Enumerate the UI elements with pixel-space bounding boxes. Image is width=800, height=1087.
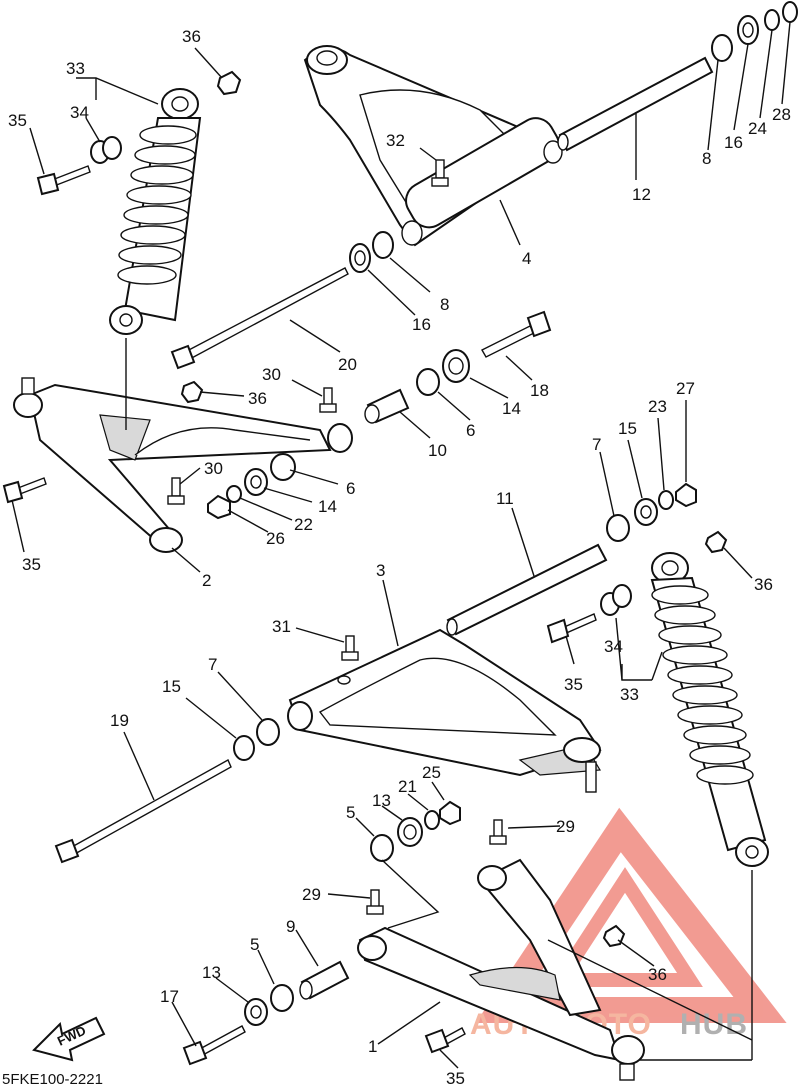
nut-36-top bbox=[216, 70, 242, 96]
callout-35: 35 bbox=[22, 555, 41, 574]
callout-18: 18 bbox=[530, 381, 549, 400]
bolt-35-lower bbox=[424, 1027, 466, 1054]
callout-2: 2 bbox=[202, 571, 211, 590]
callout-35: 35 bbox=[564, 675, 583, 694]
callout-15: 15 bbox=[162, 677, 181, 696]
collars-7-15-23-27-right bbox=[606, 482, 697, 542]
leader-lines bbox=[11, 21, 791, 1069]
callout-34: 34 bbox=[604, 637, 623, 656]
collars-5-13-21-25 bbox=[370, 800, 461, 862]
grease-nipple-29-lower bbox=[366, 889, 384, 915]
shaft-11 bbox=[446, 543, 608, 636]
callout-9: 9 bbox=[286, 917, 295, 936]
collars-7-15-middle bbox=[233, 718, 280, 761]
callout-7: 7 bbox=[592, 435, 601, 454]
callout-6: 6 bbox=[466, 421, 475, 440]
arm-2 bbox=[13, 377, 353, 553]
callout-34: 34 bbox=[70, 103, 89, 122]
callout-29: 29 bbox=[556, 817, 575, 836]
collar-34-right bbox=[600, 584, 632, 616]
callout-31: 31 bbox=[272, 617, 291, 636]
bolt-35-left bbox=[2, 477, 47, 504]
callout-28: 28 bbox=[772, 105, 791, 124]
callout-labels: 36 33 34 35 32 12 8 16 24 28 4 8 16 20 1… bbox=[8, 27, 791, 1087]
fwd-arrow-icon bbox=[32, 1016, 106, 1062]
callout-22: 22 bbox=[294, 515, 313, 534]
callout-1: 1 bbox=[368, 1037, 377, 1056]
callout-25: 25 bbox=[422, 763, 441, 782]
callout-3: 3 bbox=[376, 561, 385, 580]
callout-10: 10 bbox=[428, 441, 447, 460]
bolt-17 bbox=[182, 1025, 246, 1066]
callout-33: 33 bbox=[620, 685, 639, 704]
callout-14: 14 bbox=[318, 497, 337, 516]
callout-27: 27 bbox=[676, 379, 695, 398]
callout-12: 12 bbox=[632, 185, 651, 204]
grease-nipple-30-upper bbox=[319, 387, 337, 413]
callout-8: 8 bbox=[440, 295, 449, 314]
drawing-code: 5FKE100-2221 bbox=[2, 1071, 103, 1087]
callout-36: 36 bbox=[648, 965, 667, 984]
callout-29: 29 bbox=[302, 885, 321, 904]
callout-15: 15 bbox=[618, 419, 637, 438]
watermark-text-hub: HUB bbox=[680, 1008, 748, 1041]
bolt-19 bbox=[54, 759, 232, 864]
callout-21: 21 bbox=[398, 777, 417, 796]
shock-spring-left bbox=[117, 125, 197, 285]
front-shock-33-right bbox=[650, 552, 769, 867]
callout-16: 16 bbox=[724, 133, 743, 152]
callout-32: 32 bbox=[386, 131, 405, 150]
grease-nipple-32 bbox=[431, 159, 449, 187]
callout-23: 23 bbox=[648, 397, 667, 416]
arm-1 bbox=[357, 858, 645, 1081]
callout-36: 36 bbox=[182, 27, 201, 46]
callout-5: 5 bbox=[346, 803, 355, 822]
callout-35: 35 bbox=[8, 111, 27, 130]
collars-6-14-upper bbox=[416, 349, 470, 396]
collar-34-left bbox=[90, 136, 122, 164]
callout-36: 36 bbox=[754, 575, 773, 594]
callout-8: 8 bbox=[702, 149, 711, 168]
nut-36-right bbox=[704, 530, 728, 554]
callout-30: 30 bbox=[204, 459, 223, 478]
bushing-10 bbox=[364, 388, 410, 424]
bushings-top-right bbox=[711, 1, 798, 62]
callout-17: 17 bbox=[160, 987, 179, 1006]
shaft-12 bbox=[557, 56, 714, 152]
bushings-8-16 bbox=[349, 231, 394, 273]
collars-6-14-22-26-lower bbox=[207, 453, 296, 520]
callout-24: 24 bbox=[748, 119, 767, 138]
bolt-35-right bbox=[546, 613, 597, 644]
callout-36: 36 bbox=[248, 389, 267, 408]
collars-5-13-lower bbox=[244, 984, 294, 1026]
upper-arm-4 bbox=[303, 45, 563, 247]
bushing-9 bbox=[299, 960, 350, 1000]
arm-3 bbox=[287, 628, 602, 793]
callout-33: 33 bbox=[66, 59, 85, 78]
callout-11: 11 bbox=[496, 489, 514, 508]
callout-13: 13 bbox=[372, 791, 391, 810]
bolt-18 bbox=[481, 310, 552, 358]
grease-nipple-31 bbox=[337, 635, 359, 685]
callout-20: 20 bbox=[338, 355, 357, 374]
callout-35: 35 bbox=[446, 1069, 465, 1087]
callout-5: 5 bbox=[250, 935, 259, 954]
shock-spring-right bbox=[651, 585, 754, 785]
callout-26: 26 bbox=[266, 529, 285, 548]
callout-6: 6 bbox=[346, 479, 355, 498]
callout-14: 14 bbox=[502, 399, 521, 418]
bolt-20 bbox=[170, 267, 349, 370]
callout-7: 7 bbox=[208, 655, 217, 674]
bolt-35-top-left bbox=[36, 165, 91, 196]
nut-36-middle-left bbox=[180, 380, 204, 404]
callout-4: 4 bbox=[522, 249, 531, 268]
rear-shock-33 bbox=[109, 88, 202, 335]
callout-19: 19 bbox=[110, 711, 129, 730]
callout-16: 16 bbox=[412, 315, 431, 334]
grease-nipple-30-lower bbox=[167, 477, 185, 505]
callout-13: 13 bbox=[202, 963, 221, 982]
grease-nipple-29-upper bbox=[489, 819, 507, 845]
callout-30: 30 bbox=[262, 365, 281, 384]
